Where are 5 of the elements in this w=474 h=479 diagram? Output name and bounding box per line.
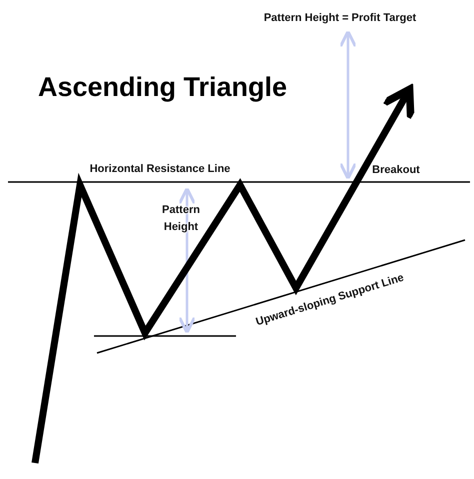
diagram-title: Ascending Triangle: [38, 74, 288, 101]
annotation-label: Horizontal Resistance Line: [88, 162, 232, 177]
annotation-label: Pattern Height = Profit Target: [262, 11, 418, 26]
annotation-label: Pattern Height: [161, 203, 201, 235]
annotation-label: Breakout: [371, 163, 421, 178]
